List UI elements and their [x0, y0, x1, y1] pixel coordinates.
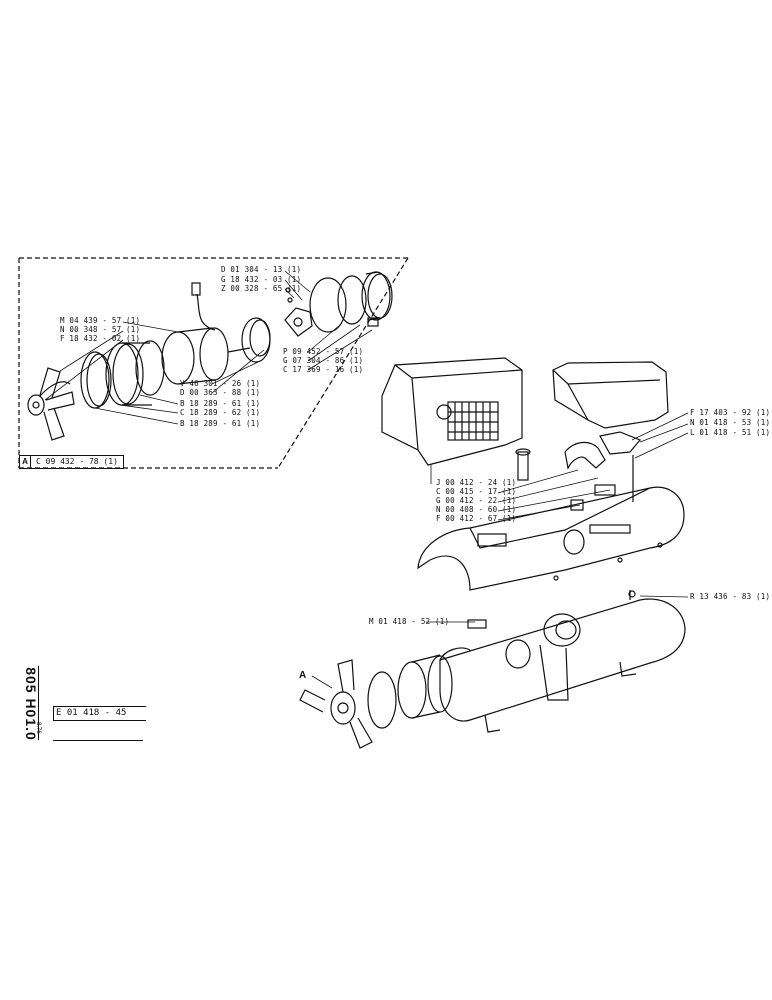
- view-marker: A: [299, 670, 307, 681]
- part-label: G 00 412 - 22 (1): [436, 496, 517, 505]
- part-label: F 18 432 - 02 (1): [60, 334, 141, 343]
- part-label: V 46 301 - 26 (1): [180, 379, 261, 388]
- sheet-subcode: 8.76: [35, 722, 41, 734]
- part-label: Z 00 328 - 65 (1): [221, 284, 302, 293]
- heater-main-body: [299, 590, 686, 749]
- part-label: G 07 304 - 86 (1): [283, 356, 364, 365]
- upper-cover-left: [381, 357, 523, 466]
- part-label: G 18 432 - 03 (1): [221, 275, 302, 284]
- part-label: J 00 412 - 24 (1): [436, 478, 517, 487]
- part-label: C 17 369 - 16 (1): [283, 365, 364, 374]
- part-label: B 18 289 - 61 (1): [180, 399, 261, 408]
- part-label: M 04 439 - 57 (1): [60, 316, 141, 325]
- detail-leaders: [44, 270, 373, 425]
- fittings: [515, 431, 641, 511]
- sheet-code-block: 805 H01.0: [20, 666, 39, 741]
- part-label: N 00 348 - 57 (1): [60, 325, 141, 334]
- part-label: C 00 415 - 17 (1): [436, 487, 517, 496]
- part-label: N 00 408 - 60 (1): [436, 505, 517, 514]
- part-label: D 00 363 - 88 (1): [180, 388, 261, 397]
- detail-assembly-ref: C 09 432 - 78 (1): [36, 457, 118, 466]
- part-label: L 01 418 - 51 (1): [690, 428, 771, 437]
- detail-view-letter: A: [20, 456, 31, 468]
- main-leaders: [311, 412, 689, 689]
- heater-upper-shell: [417, 486, 685, 591]
- part-label: C 18 289 - 62 (1): [180, 408, 261, 417]
- part-label: N 01 418 - 53 (1): [690, 418, 771, 427]
- reference-number: E 01 418 - 45: [53, 706, 146, 721]
- part-label: D 01 304 - 13 (1): [221, 265, 302, 274]
- upper-cover-right: [552, 361, 669, 429]
- part-label: F 17 403 - 92 (1): [690, 408, 771, 417]
- part-label: B 18 289 - 61 (1): [180, 419, 261, 428]
- part-label: P 09 452 - 57 (1): [283, 347, 364, 356]
- part-label: M 01 418 - 52 (1): [369, 617, 450, 626]
- part-label: F 00 412 - 67 (1): [436, 514, 517, 523]
- detail-view-tag: A C 09 432 - 78 (1): [19, 455, 124, 469]
- part-label: R 13 436 - 83 (1): [690, 592, 771, 601]
- reference-divider: [53, 740, 143, 741]
